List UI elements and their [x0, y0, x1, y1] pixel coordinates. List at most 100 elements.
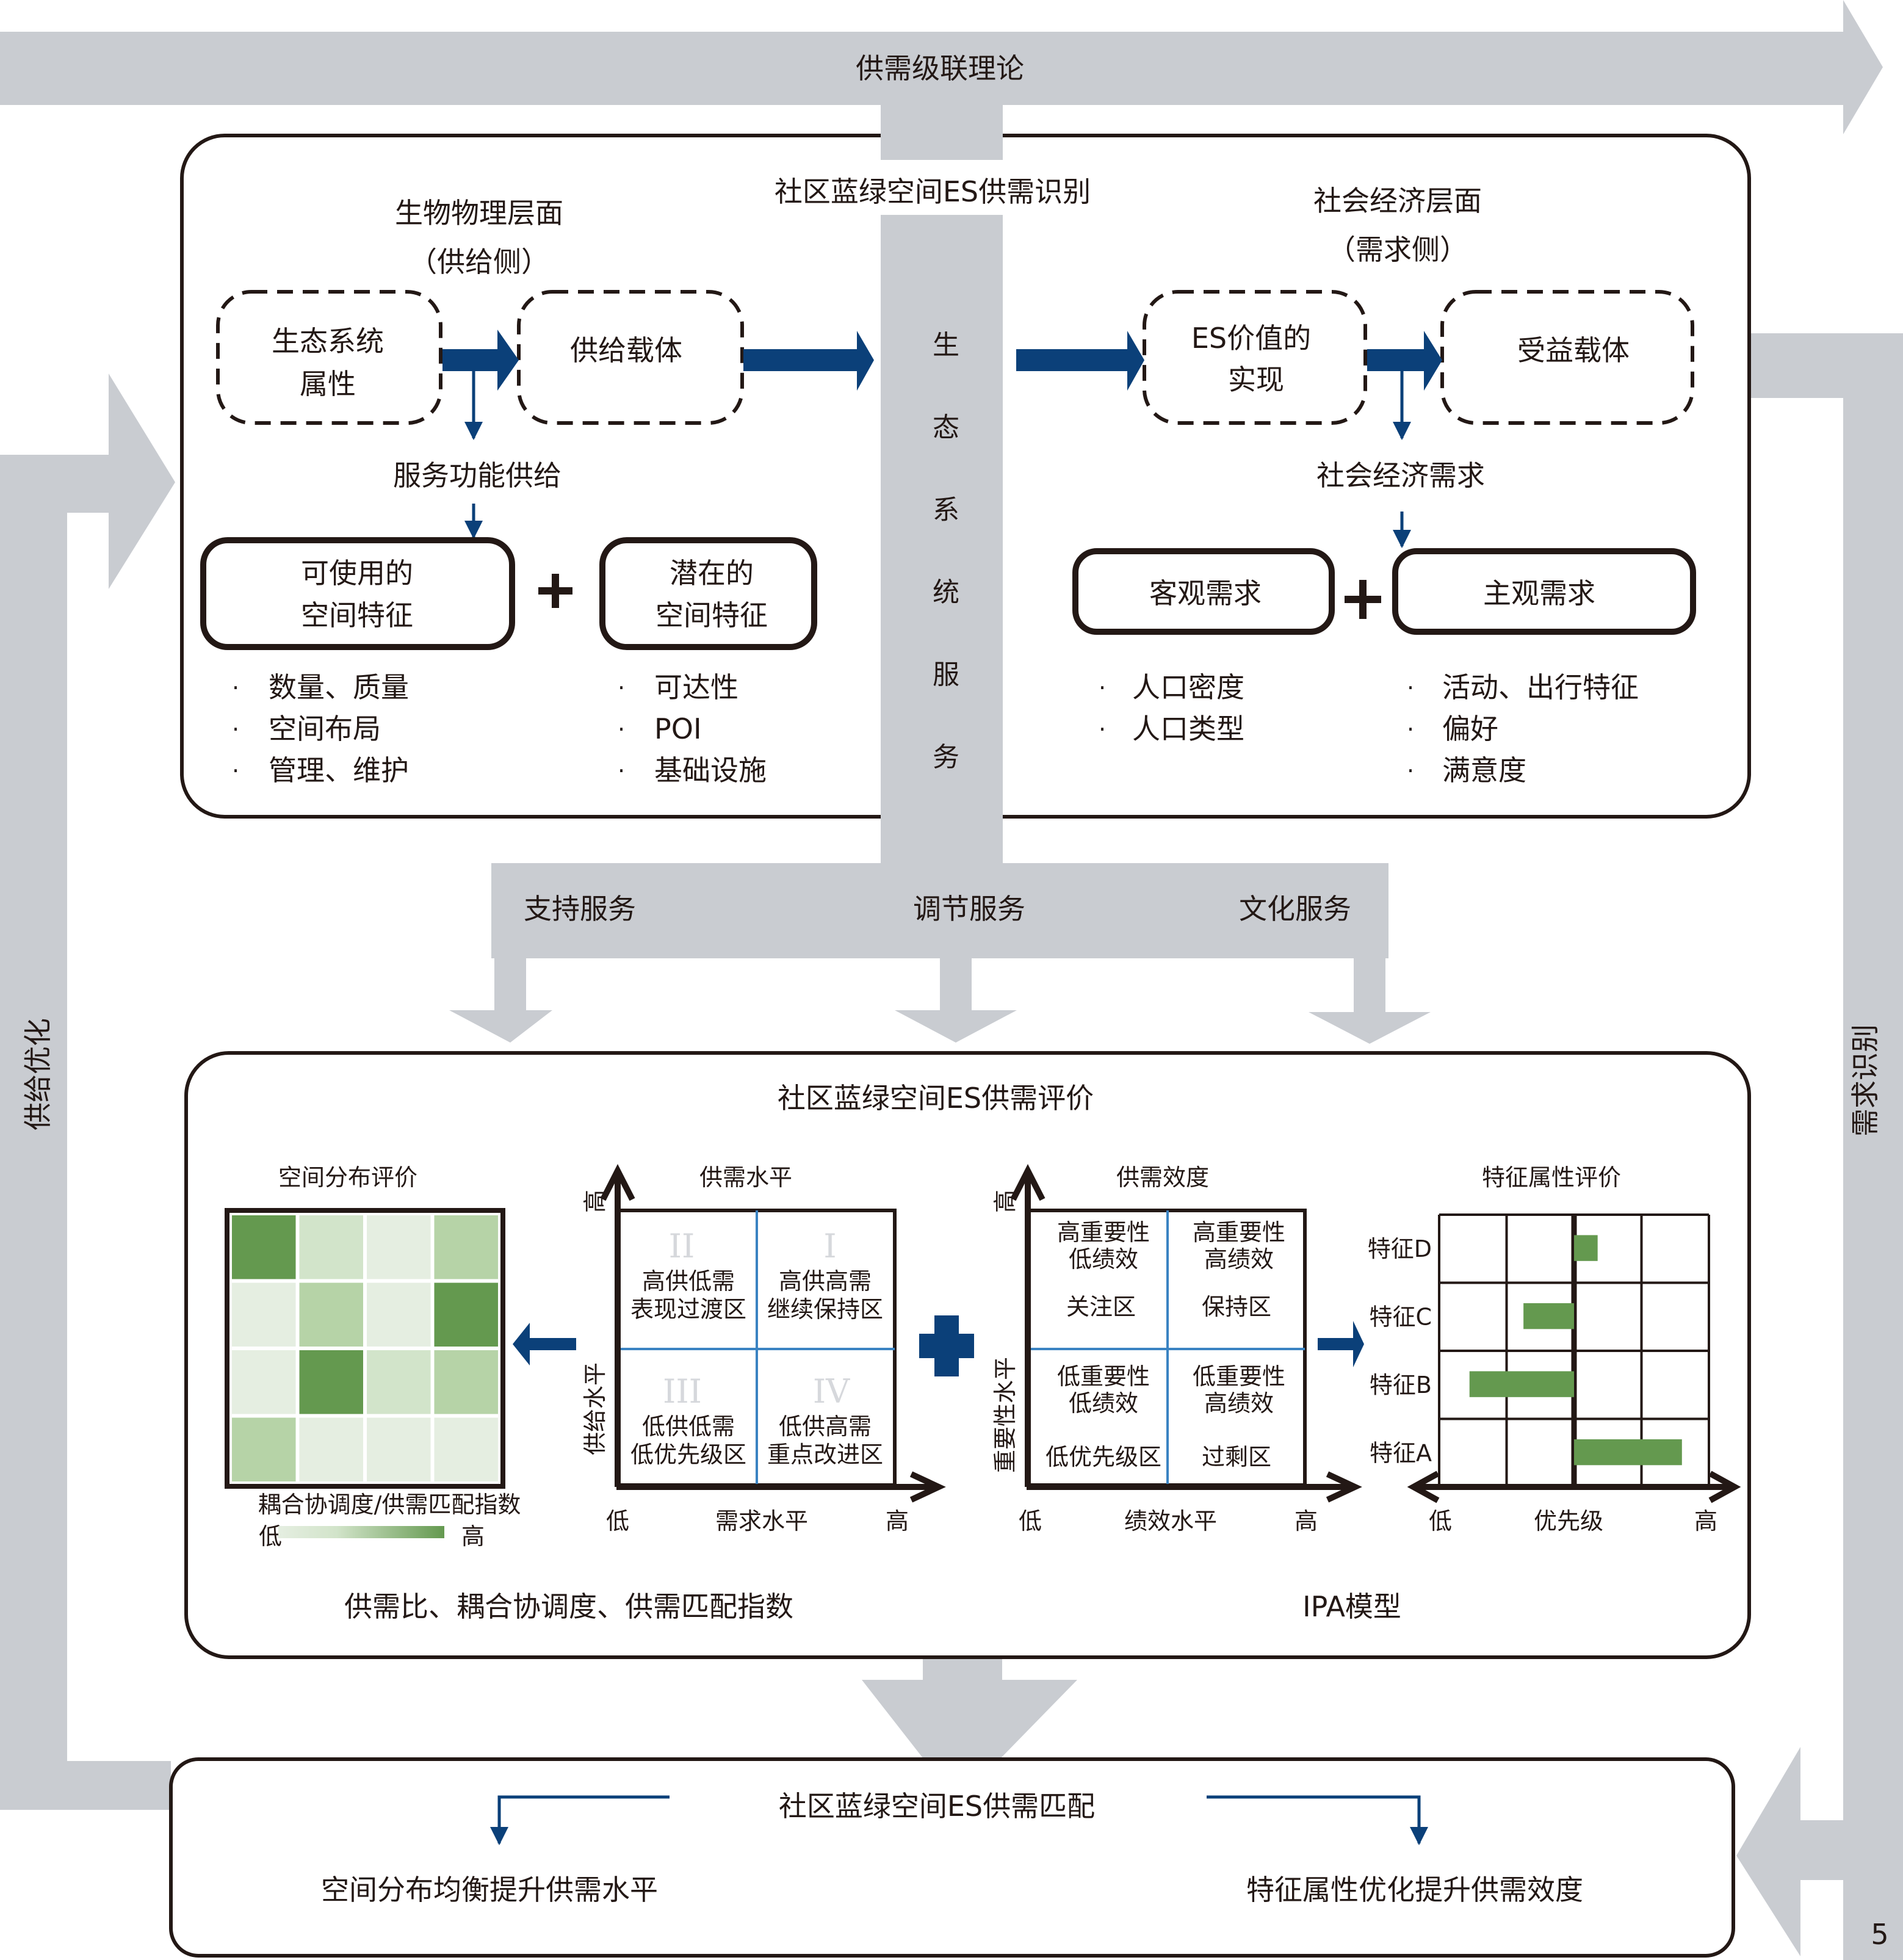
demand-subheading: （需求侧）: [1327, 233, 1468, 266]
eff-quadrant-surplus: 低重要性 高绩效 过剩区: [1193, 1363, 1285, 1470]
svg-text:高绩效: 高绩效: [1204, 1246, 1274, 1273]
heatmap-cell: [367, 1215, 431, 1279]
usable-space-box: [200, 537, 515, 650]
svg-text:低供高需: 低供高需: [779, 1413, 872, 1440]
svg-text:重点改进区: 重点改进区: [767, 1441, 883, 1468]
svg-text:低绩效: 低绩效: [1069, 1390, 1138, 1417]
axis-right-arrow: [1708, 1470, 1741, 1503]
evaluation-title: 社区蓝绿空间ES供需评价: [778, 1082, 1094, 1115]
center-char: 态: [933, 412, 959, 443]
right-flow-arrow: [1736, 0, 1903, 1960]
sdl-title: 供需水平: [699, 1164, 792, 1191]
heatmap-cell: [434, 1215, 498, 1279]
es-value-line1: ES价值的: [1191, 322, 1311, 355]
top-band-label: 供需级联理论: [856, 52, 1024, 85]
arrow-value-to-beneficiary: [1367, 331, 1442, 391]
svg-text:继续保持区: 继续保持区: [767, 1296, 883, 1323]
bullet-item: 偏好: [1442, 712, 1498, 745]
left-flow-arrow: [0, 374, 175, 1810]
heatmap-cell: [232, 1282, 296, 1347]
eff-quadrant-chart: [1010, 1164, 1362, 1503]
category-label: 特征D: [1368, 1235, 1432, 1262]
svg-text:高重要性: 高重要性: [1057, 1219, 1150, 1246]
category-label: 特征B: [1370, 1372, 1432, 1398]
svg-text:低重要性: 低重要性: [1057, 1363, 1150, 1390]
svg-text:低供低需: 低供低需: [642, 1413, 735, 1440]
bullet-item: 管理、维护: [269, 754, 409, 787]
usable-bullets: · 数量、质量 · 空间布局 · 管理、维护: [232, 671, 409, 787]
bullet-item: 人口类型: [1132, 712, 1244, 745]
eff-y-high: 高: [992, 1190, 1019, 1213]
eff-x-low: 低: [1019, 1508, 1042, 1535]
center-column-label: 生 态 系 统 服 务: [933, 330, 959, 773]
svg-text:·: ·: [1407, 758, 1414, 784]
evaluation-box: [184, 1051, 1751, 1659]
potential-bullets: · 可达性 · POI · 基础设施: [618, 671, 767, 787]
bullet-item: 活动、出行特征: [1442, 671, 1639, 704]
arrow-to-right-result: [1207, 1795, 1428, 1845]
arrow-eco-to-carrier: [442, 330, 519, 391]
svg-text:·: ·: [618, 758, 625, 784]
svg-text:低优先级区: 低优先级区: [630, 1441, 746, 1468]
svg-text:·: ·: [618, 716, 625, 743]
svg-text:·: ·: [232, 716, 239, 743]
svg-text:IV: IV: [813, 1372, 850, 1411]
services-band: [491, 863, 1388, 958]
subjective-demand-label: 主观需求: [1483, 577, 1595, 610]
bullet-item: 空间布局: [269, 712, 381, 745]
attr-x-low: 低: [1429, 1508, 1452, 1535]
sdl-y-high: 高: [582, 1190, 608, 1213]
eff-quadrant-low-priority: 低重要性 低绩效 低优先级区: [1045, 1363, 1161, 1470]
bullet-item: 数量、质量: [269, 671, 409, 704]
svg-text:·: ·: [1407, 674, 1414, 701]
heatmap-cell: [299, 1215, 363, 1279]
svg-text:·: ·: [618, 674, 625, 701]
heatmap-cell: [434, 1282, 498, 1347]
axis-left-arrow: [1407, 1470, 1440, 1503]
svg-text:保持区: 保持区: [1202, 1293, 1271, 1320]
beneficiary-carrier-label: 受益载体: [1517, 334, 1630, 367]
sdl-x-low: 低: [606, 1508, 629, 1535]
category-label: 特征A: [1370, 1440, 1432, 1467]
heatmap-cell: [299, 1417, 363, 1481]
legend-high: 高: [461, 1523, 485, 1550]
attribute-title: 特征属性评价: [1482, 1164, 1621, 1191]
legend-low: 低: [259, 1523, 282, 1550]
objective-demand-box: [1072, 548, 1335, 635]
svg-text:·: ·: [232, 674, 239, 701]
objective-demand-label: 客观需求: [1149, 577, 1262, 610]
bar-特征B: [1469, 1371, 1574, 1397]
right-result-label: 特征属性优化提升供需效度: [1246, 1873, 1583, 1906]
sdl-quadrant-III: III 低供低需 低优先级区: [630, 1372, 746, 1468]
ecosystem-attribute-line1: 生态系统: [272, 325, 384, 358]
eff-quadrant-keep: 高重要性 高绩效 保持区: [1193, 1219, 1285, 1320]
svg-text:表现过渡区: 表现过渡区: [630, 1296, 746, 1323]
bullet-item: POI: [654, 712, 702, 745]
svg-text:·: ·: [1099, 674, 1106, 701]
eff-x-high: 高: [1295, 1508, 1318, 1535]
attr-x-high: 高: [1694, 1508, 1717, 1535]
heatmap-cell: [367, 1350, 431, 1414]
potential-space-box: [599, 537, 817, 650]
center-char: 系: [933, 494, 959, 526]
service-down-arrows: [449, 958, 1431, 1044]
eff-title: 供需效度: [1116, 1164, 1209, 1191]
arrow-to-left-result: [490, 1795, 670, 1845]
svg-text:低优先级区: 低优先级区: [1045, 1444, 1161, 1470]
usable-title-1: 可使用的: [301, 557, 413, 590]
sdl-x-high: 高: [886, 1508, 909, 1535]
ecosystem-attribute-box: [216, 290, 442, 425]
sdl-quadrant-IV: IV 低供高需 重点改进区: [767, 1372, 883, 1468]
service-regulate-label: 调节服务: [913, 892, 1025, 925]
svg-text:·: ·: [1099, 716, 1106, 743]
bar-特征C: [1523, 1303, 1574, 1329]
svg-text:关注区: 关注区: [1066, 1293, 1136, 1320]
legend-title: 耦合协调度/供需匹配指数: [258, 1491, 521, 1518]
eff-y-axis: 重要性水平: [992, 1357, 1019, 1473]
heatmap: [232, 1215, 498, 1481]
down-arrow-to-match: [862, 1657, 1077, 1758]
plus-icon: [1345, 580, 1381, 619]
sdl-quadrant-II: II 高供低需 表现过渡区: [630, 1227, 746, 1323]
